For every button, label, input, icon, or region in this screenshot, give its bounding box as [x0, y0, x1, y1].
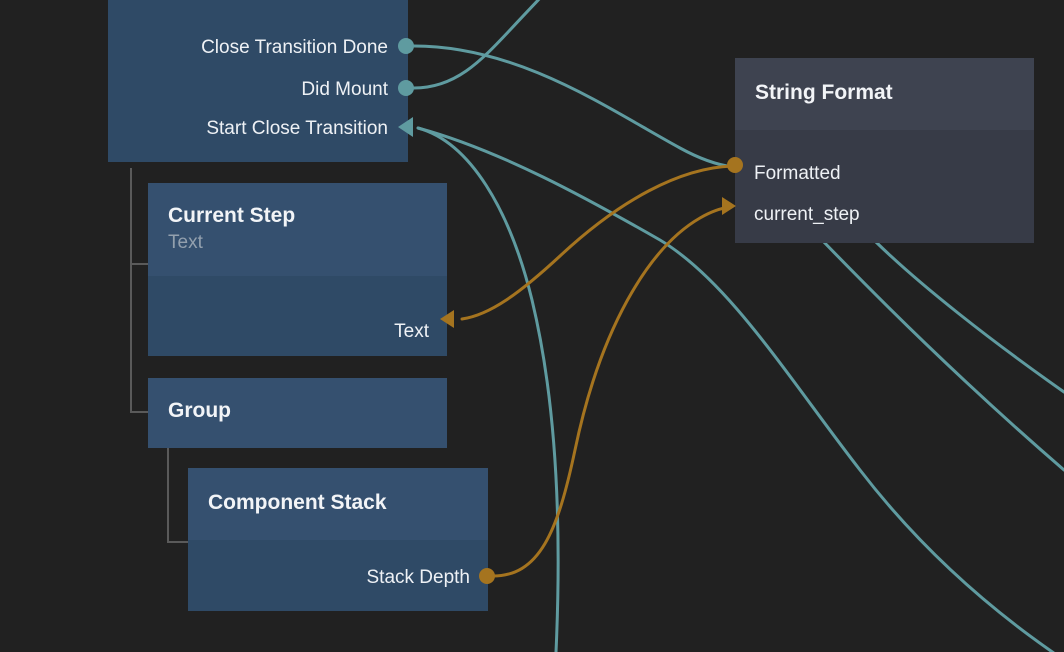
port-dot-formatted[interactable] — [727, 157, 743, 173]
port-row-close-transition-done[interactable]: Close Transition Done — [201, 38, 388, 57]
edge-formatted-to-text — [460, 164, 734, 321]
node-component-stack[interactable]: Component Stack Stack Depth — [188, 468, 488, 611]
node-top-events[interactable]: Close Transition Done Did Mount Start Cl… — [108, 0, 408, 162]
port-label-did-mount: Did Mount — [301, 79, 388, 100]
edge-top-long-arc — [874, 240, 1064, 394]
node-component-stack-header: Component Stack — [188, 468, 488, 540]
tree-connector-top — [130, 168, 148, 413]
node-group[interactable]: Group — [148, 378, 447, 448]
port-row-start-close-transition[interactable]: Start Close Transition — [206, 119, 388, 138]
port-label-text-in: Text — [394, 321, 429, 342]
node-current-step-body: Text — [148, 276, 447, 356]
port-dot-close-transition-done[interactable] — [398, 38, 414, 54]
edge-stack-depth-to-current-step — [488, 205, 732, 578]
node-component-stack-body: Stack Depth — [188, 540, 488, 611]
port-row-current-step[interactable]: current_step — [754, 205, 860, 224]
port-dot-did-mount[interactable] — [398, 80, 414, 96]
node-group-header: Group — [148, 378, 447, 448]
port-row-text-in[interactable]: Text — [394, 322, 429, 341]
node-string-format[interactable]: String Format Formatted current_step — [735, 58, 1034, 243]
port-row-formatted[interactable]: Formatted — [754, 164, 841, 183]
port-label-formatted: Formatted — [754, 163, 841, 184]
node-current-step-title: Current Step — [168, 204, 296, 227]
node-string-format-title: String Format — [755, 81, 893, 104]
node-current-step-header: Current Step Text — [148, 183, 447, 276]
port-arrow-start-close-transition[interactable] — [398, 117, 413, 137]
node-component-stack-title: Component Stack — [208, 491, 387, 514]
port-row-did-mount[interactable]: Did Mount — [301, 80, 388, 99]
node-string-format-header: String Format — [735, 58, 1034, 130]
port-arrow-text-in[interactable] — [440, 310, 454, 328]
port-label-current-step: current_step — [754, 204, 860, 225]
edge-did-mount — [412, 0, 541, 90]
port-row-stack-depth[interactable]: Stack Depth — [367, 568, 471, 587]
port-label-stack-depth: Stack Depth — [366, 567, 471, 588]
node-top-events-body: Close Transition Done Did Mount Start Cl… — [108, 0, 408, 162]
edge-close-transition-done — [412, 44, 735, 169]
node-string-format-body: Formatted current_step — [735, 130, 1034, 243]
port-label-start-close-transition: Start Close Transition — [206, 118, 388, 139]
node-current-step[interactable]: Current Step Text Text — [148, 183, 447, 356]
node-current-step-subtitle: Text — [168, 232, 203, 253]
port-dot-stack-depth[interactable] — [479, 568, 495, 584]
edge-bottom-right-sweep — [818, 236, 1064, 472]
node-group-title: Group — [168, 399, 231, 422]
port-arrow-current-step[interactable] — [722, 197, 736, 215]
tree-connector-group — [167, 443, 188, 543]
port-label-close-transition-done: Close Transition Done — [201, 37, 388, 58]
